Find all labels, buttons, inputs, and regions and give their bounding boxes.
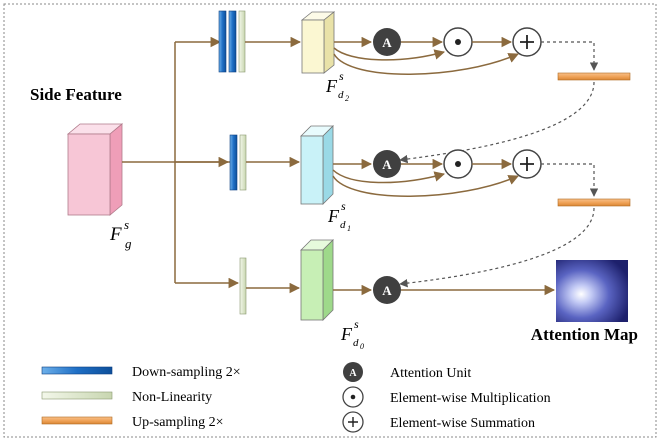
row-d1: F s d 1 A: [229, 125, 631, 233]
attention-map-image: [556, 260, 628, 322]
legend-upsample-label: Up-sampling 2×: [132, 415, 224, 430]
downsample-bar: [228, 10, 237, 73]
trunk-connectors: [122, 36, 240, 289]
nonlinearity-bar: [239, 257, 247, 315]
row-d2: F s d 2 A: [218, 10, 631, 103]
downsample-bar: [229, 134, 238, 191]
legend-nonlinearity-swatch: [41, 391, 113, 400]
row-d0: F s d 0 A: [239, 239, 628, 351]
legend-upsample-swatch: [41, 416, 113, 425]
label-d2: F s d 2: [325, 67, 349, 103]
upsample-bar: [557, 72, 631, 81]
attention-map-label: Attention Map: [531, 325, 638, 344]
side-feature-title: Side Feature: [30, 85, 122, 104]
outer-frame: [3, 3, 657, 438]
side-feature-cube: [66, 123, 124, 216]
nonlinearity-bar: [239, 134, 247, 191]
attention-unit-icon: [373, 276, 401, 304]
legend-downsample-label: Down-sampling 2×: [132, 365, 241, 380]
attention-symbol: A: [382, 283, 392, 298]
legend-nonlinearity-label: Non-Linearity: [132, 390, 212, 405]
upsample-bar: [557, 198, 631, 207]
feature-cube-d0: [300, 239, 334, 321]
nonlinearity-bar: [238, 10, 246, 73]
attention-unit-icon: [373, 150, 401, 178]
legend-attention-label: Attention Unit: [390, 366, 471, 381]
legend-downsample-swatch: [41, 366, 113, 375]
feature-cube-d1: [300, 125, 334, 205]
svg-text:A: A: [349, 368, 357, 379]
attention-symbol: A: [382, 35, 392, 50]
legend-attention-icon: [343, 362, 363, 382]
legend-summation-label: Element-wise Summation: [390, 416, 535, 431]
label-d0: F s d 0: [340, 315, 364, 351]
downsample-bar: [218, 10, 227, 73]
feature-cube-d2: [300, 11, 336, 74]
attention-unit-icon: [373, 28, 401, 56]
legend: Down-sampling 2× Non-Linearity Up-sampli…: [41, 362, 551, 433]
attention-symbol: A: [382, 157, 392, 172]
label-d1: F s d 1: [327, 197, 351, 233]
label-side-feature: F s g: [109, 216, 133, 251]
legend-multiply-label: Element-wise Multiplication: [390, 391, 551, 406]
